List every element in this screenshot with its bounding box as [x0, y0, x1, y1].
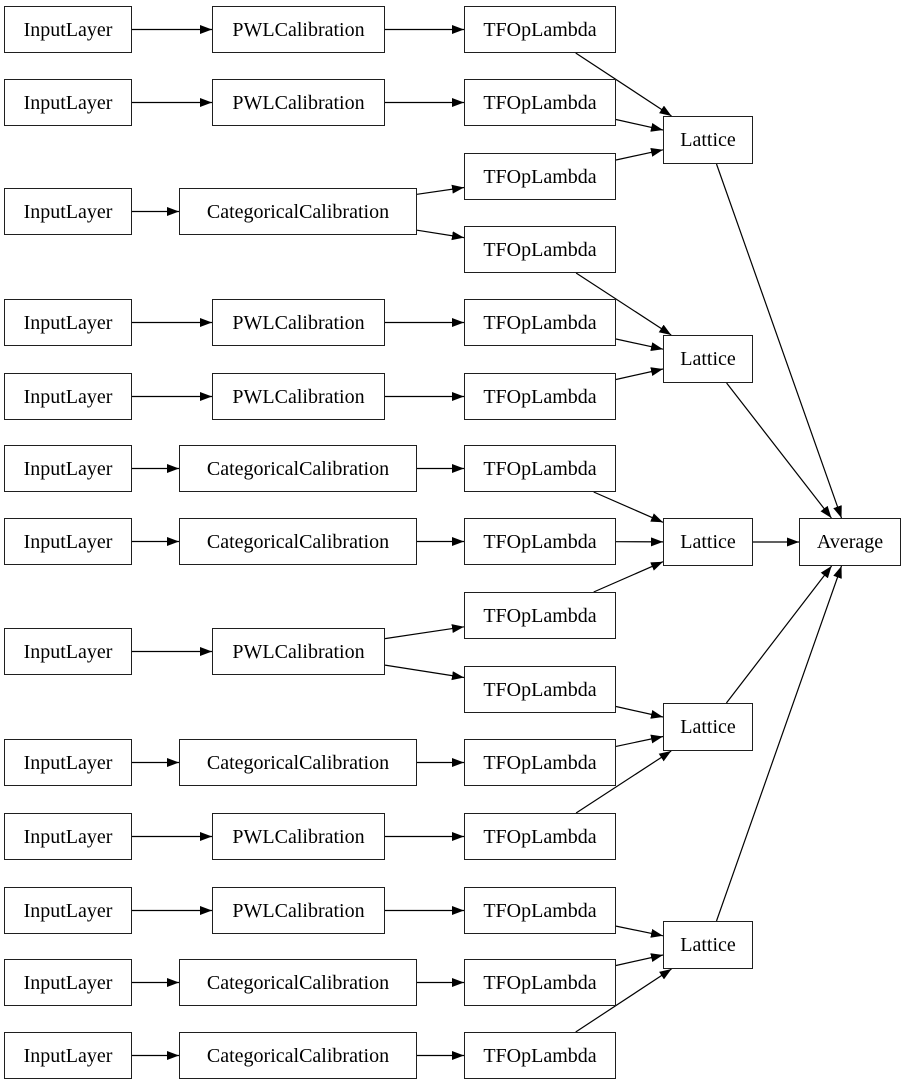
edge-tfop-9-to-lattice-4 — [615, 734, 664, 747]
input-1-node: InputLayer — [4, 6, 132, 53]
edge-tfop-4-to-lattice-2 — [615, 338, 664, 352]
tfop-13-node: TFOpLambda — [464, 1032, 616, 1079]
lattice-4-node: Lattice — [663, 703, 753, 751]
tfop-1-node: TFOpLambda — [464, 6, 616, 53]
edge-calib-8-to-tfop-8b — [384, 664, 465, 681]
input-3-node: InputLayer — [4, 188, 132, 235]
tfop-8b-node: TFOpLambda — [464, 666, 616, 713]
input-9-node: InputLayer — [4, 739, 132, 786]
calib-12-node: CategoricalCalibration — [179, 959, 417, 1006]
lattice-3-node: Lattice — [663, 518, 753, 566]
edge-tfop-8a-to-lattice-3 — [593, 561, 664, 593]
edge-tfop-6-to-lattice-3 — [593, 491, 664, 523]
tfop-10-node: TFOpLambda — [464, 813, 616, 860]
lattice-1-node: Lattice — [663, 116, 753, 164]
input-12-node: InputLayer — [4, 959, 132, 1006]
tfop-4-node: TFOpLambda — [464, 299, 616, 346]
edge-lattice-5-to-average — [715, 565, 843, 922]
lattice-5-node: Lattice — [663, 921, 753, 969]
tfop-8a-node: TFOpLambda — [464, 592, 616, 639]
input-2-node: InputLayer — [4, 79, 132, 126]
tfop-3a-node: TFOpLambda — [464, 153, 616, 200]
tfop-2-node: TFOpLambda — [464, 79, 616, 126]
tfop-7-node: TFOpLambda — [464, 518, 616, 565]
input-13-node: InputLayer — [4, 1032, 132, 1079]
calib-13-node: CategoricalCalibration — [179, 1032, 417, 1079]
tfop-3b-node: TFOpLambda — [464, 226, 616, 273]
input-8-node: InputLayer — [4, 628, 132, 675]
edge-lattice-2-to-average — [726, 382, 832, 519]
edge-tfop-11-to-lattice-5 — [615, 925, 664, 938]
edge-tfop-3a-to-lattice-1 — [615, 147, 664, 161]
calib-1-node: PWLCalibration — [212, 6, 385, 53]
input-11-node: InputLayer — [4, 887, 132, 934]
tfop-12-node: TFOpLambda — [464, 959, 616, 1006]
edge-tfop-13-to-lattice-5 — [575, 968, 672, 1033]
lattice-2-node: Lattice — [663, 335, 753, 383]
edge-lattice-1-to-average — [715, 163, 843, 519]
calib-11-node: PWLCalibration — [212, 887, 385, 934]
input-4-node: InputLayer — [4, 299, 132, 346]
edge-tfop-2-to-lattice-1 — [615, 118, 664, 132]
edge-tfop-1-to-lattice-1 — [575, 52, 672, 117]
edge-calib-8-to-tfop-8a — [384, 624, 465, 640]
average-node: Average — [799, 518, 901, 566]
tfop-11-node: TFOpLambda — [464, 887, 616, 934]
edge-calib-3-to-tfop-3b — [416, 229, 465, 241]
tfop-9-node: TFOpLambda — [464, 739, 616, 786]
input-6-node: InputLayer — [4, 445, 132, 492]
calib-2-node: PWLCalibration — [212, 79, 385, 126]
edge-calib-3-to-tfop-3a — [416, 184, 465, 195]
calib-5-node: PWLCalibration — [212, 373, 385, 420]
input-10-node: InputLayer — [4, 813, 132, 860]
calib-9-node: CategoricalCalibration — [179, 739, 417, 786]
edge-tfop-5-to-lattice-2 — [615, 367, 664, 381]
tfop-5-node: TFOpLambda — [464, 373, 616, 420]
edge-tfop-10-to-lattice-4 — [575, 750, 672, 814]
edge-tfop-3b-to-lattice-2 — [575, 272, 672, 336]
calib-4-node: PWLCalibration — [212, 299, 385, 346]
edge-tfop-12-to-lattice-5 — [615, 953, 664, 967]
edge-tfop-8b-to-lattice-4 — [615, 705, 664, 719]
calib-7-node: CategoricalCalibration — [179, 518, 417, 565]
edge-lattice-4-to-average — [725, 565, 833, 704]
tfop-6-node: TFOpLambda — [464, 445, 616, 492]
calib-3-node: CategoricalCalibration — [179, 188, 417, 235]
calib-10-node: PWLCalibration — [212, 813, 385, 860]
calib-8-node: PWLCalibration — [212, 628, 385, 675]
calib-6-node: CategoricalCalibration — [179, 445, 417, 492]
input-7-node: InputLayer — [4, 518, 132, 565]
input-5-node: InputLayer — [4, 373, 132, 420]
